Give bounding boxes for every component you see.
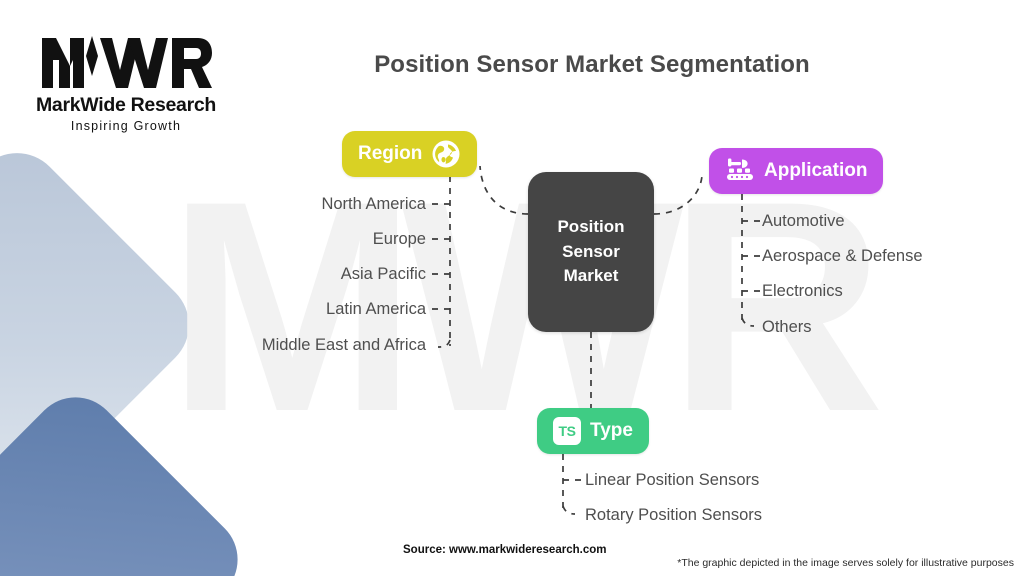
brand-logo: MarkWide Research Inspiring Growth [26,30,226,133]
logo-company-name: MarkWide Research [35,94,217,116]
logo-mark-icon [40,30,212,92]
leaf-application-2: Electronics [762,282,843,300]
center-node: Position Sensor Market [528,172,654,332]
source-text: Source: www.markwideresearch.com [403,544,607,556]
branch-label-type: Type [590,420,633,441]
leaf-region-2: Asia Pacific [340,265,426,283]
robot-arm-icon [725,157,755,185]
center-node-line-2: Sensor [562,241,620,261]
branch-label-application: Application [764,160,868,181]
page-title-text: Position Sensor Market Segmentation [374,51,810,78]
leaf-region-4: Middle East and Africa [261,336,426,354]
branch-node-application[interactable]: Application [709,148,884,194]
page-title: Position Sensor Market Segmentation [0,51,1024,79]
leaf-region-0: North America [321,195,426,213]
leaf-region-1: Europe [372,230,426,248]
branch-label-region: Region [358,143,423,164]
leaf-type-1: Rotary Position Sensors [585,506,762,524]
logo-tagline: Inspiring Growth [70,119,182,133]
leaf-application-1: Aerospace & Defense [762,247,923,265]
branch-node-type[interactable]: TS Type [537,408,649,454]
disclaimer-text: *The graphic depicted in the image serve… [677,557,1014,569]
ts-icon: TS [553,417,581,445]
center-node-line-1: Position [557,217,625,237]
leaf-region-3: Latin America [326,300,426,318]
leaf-application-0: Automotive [762,212,845,230]
globe-icon [431,139,461,169]
leaf-type-0: Linear Position Sensors [585,471,760,489]
leaf-application-3: Others [762,318,812,336]
center-node-line-3: Market [563,266,619,286]
branch-node-region[interactable]: Region [342,131,478,177]
